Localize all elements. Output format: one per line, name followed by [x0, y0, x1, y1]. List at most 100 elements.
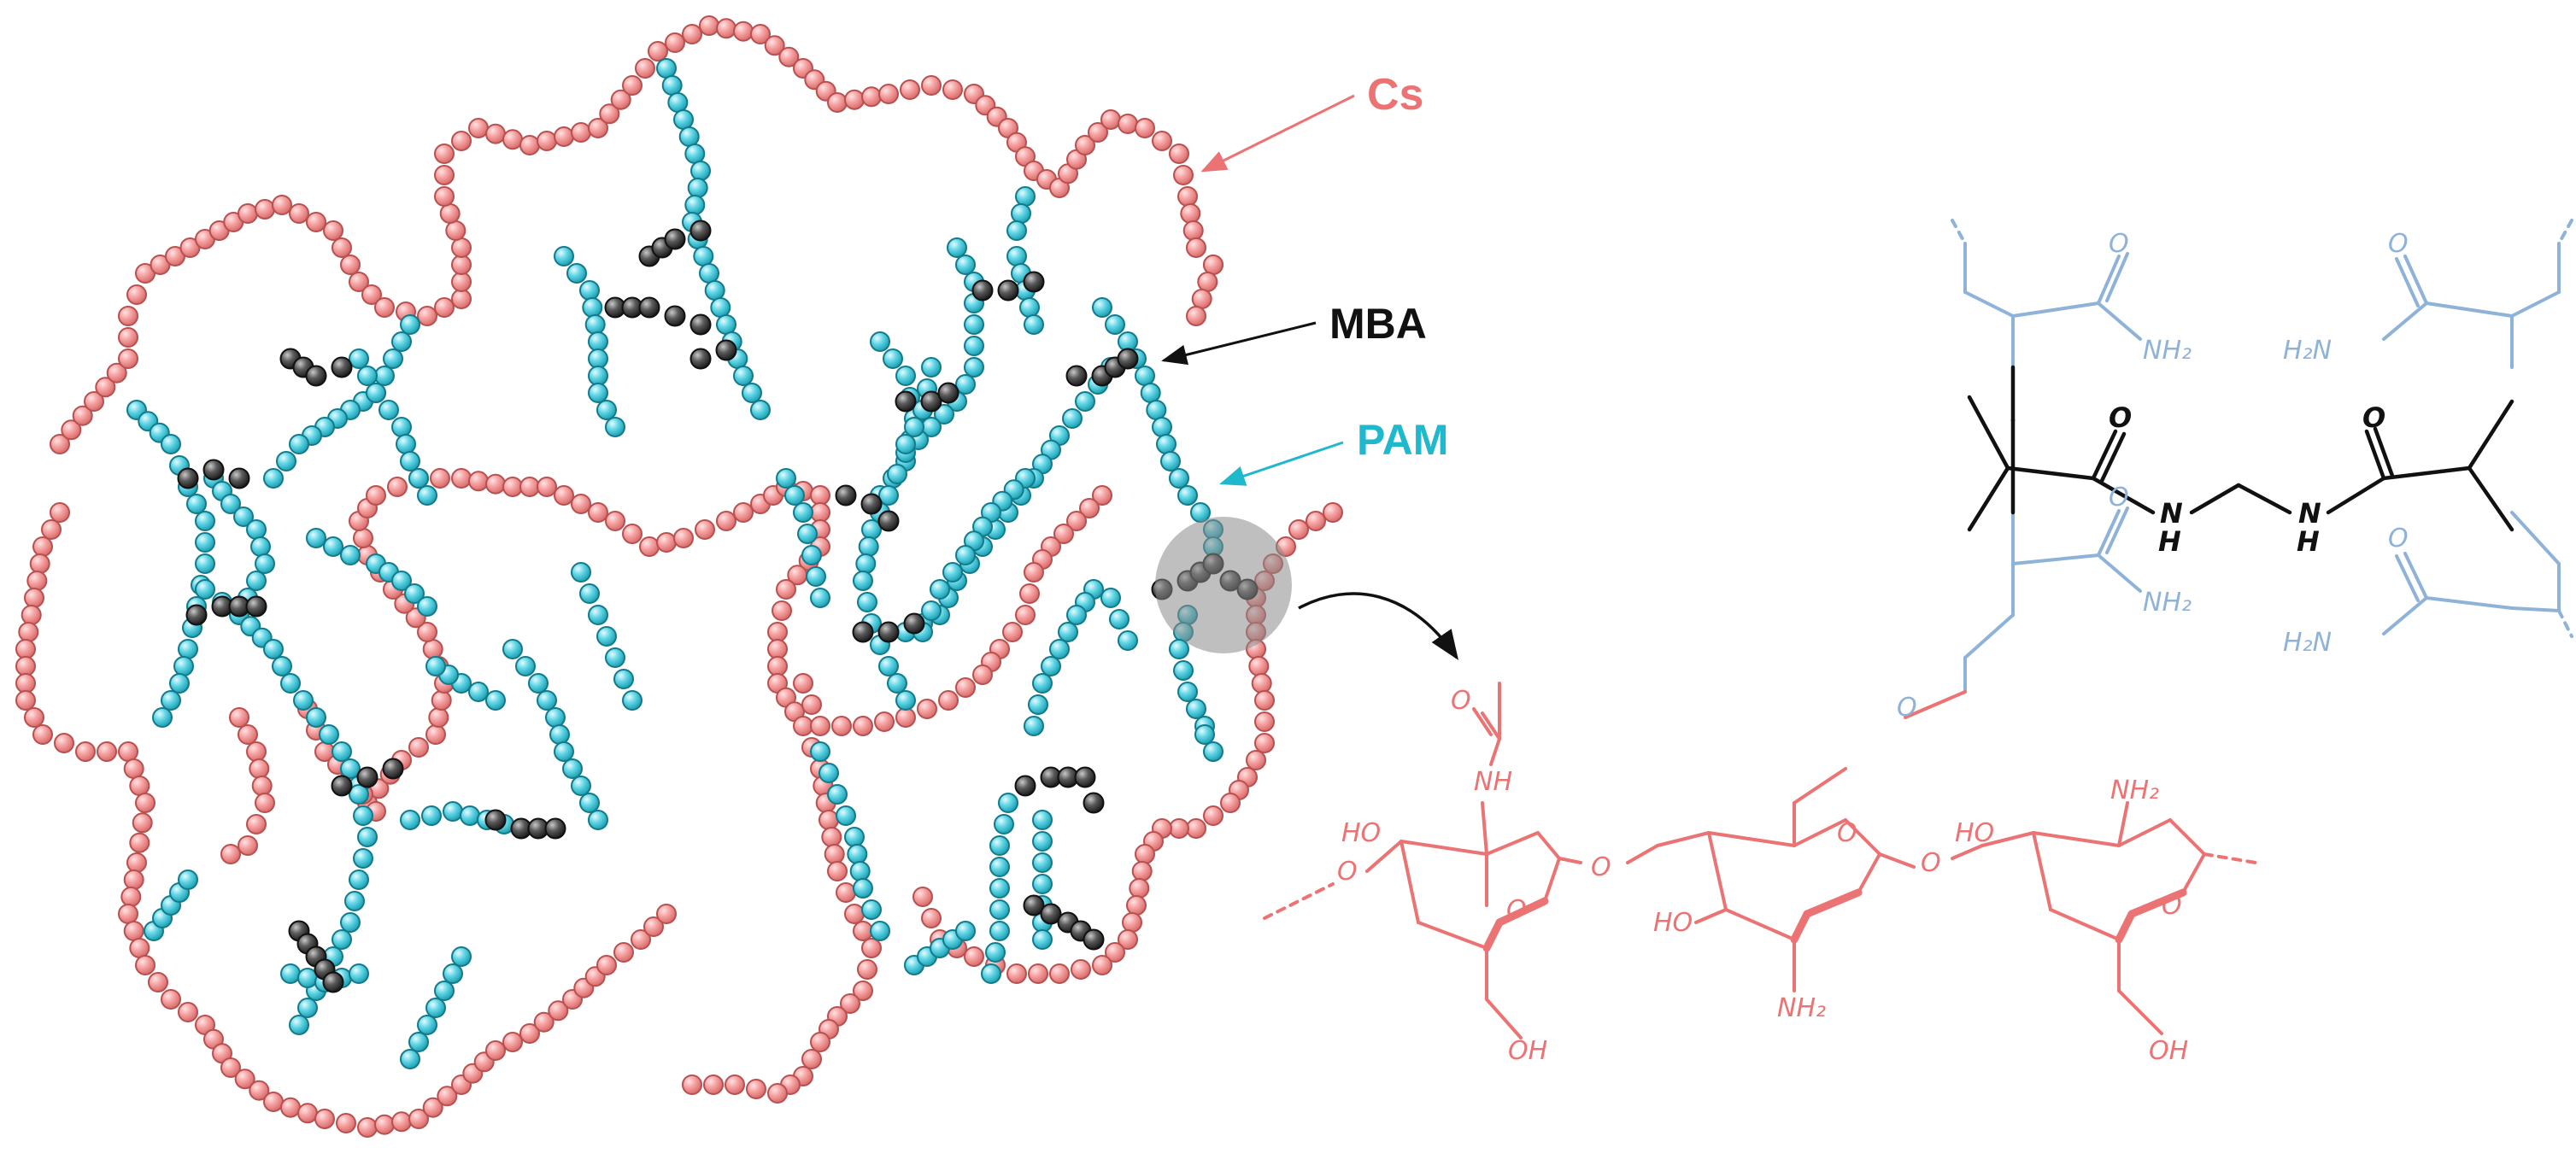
mba-linker [1967, 365, 2514, 532]
bead [861, 899, 882, 920]
bead [955, 374, 976, 395]
bead [297, 998, 318, 1018]
bead [434, 186, 455, 207]
bead [84, 391, 104, 412]
bead [1173, 165, 1194, 185]
pam-chain-30 [400, 946, 472, 1069]
mba-link-15 [1023, 894, 1105, 951]
bead [1024, 314, 1044, 335]
bead [451, 272, 472, 292]
bead [900, 79, 920, 100]
bead [985, 942, 1006, 963]
bead [246, 741, 267, 762]
bead [716, 511, 736, 531]
cs-chain-4 [793, 485, 1112, 736]
bead [123, 758, 144, 779]
cs-oh-2: OH [2149, 1036, 2188, 1066]
pam-chain-10 [289, 784, 378, 1035]
bead [129, 776, 150, 796]
bead [118, 904, 138, 924]
pam-h2n-2: H₂N [2283, 628, 2332, 658]
bead [161, 989, 181, 1010]
mba-link-12 [852, 612, 925, 643]
bead [417, 306, 437, 326]
bead [767, 639, 788, 659]
bead [161, 434, 181, 454]
bead [746, 1079, 766, 1099]
bead [849, 861, 871, 881]
bead [584, 314, 606, 335]
bead [305, 365, 327, 387]
bead [1083, 928, 1105, 951]
pam-chain-27 [1194, 724, 1223, 762]
mba-o-1: O [2109, 401, 2132, 434]
bead [703, 1074, 724, 1095]
bead [599, 103, 620, 125]
pam-o-2: O [2388, 229, 2409, 259]
pam-o-ether: O [1897, 693, 1917, 723]
bead [533, 1011, 555, 1033]
bead [391, 1111, 412, 1133]
bead [861, 86, 882, 108]
bead [126, 852, 147, 873]
mba-link-2 [689, 339, 737, 370]
bead [622, 690, 643, 711]
pam-label: PAM [1357, 416, 1448, 464]
bead [1083, 792, 1105, 814]
chem-labels: O NH₂ O H₂N O NH₂ O H₂N O O O N H N H O … [1337, 229, 2409, 1066]
cs-chain-7 [1186, 255, 1223, 326]
mba-h-2: H [2297, 525, 2320, 558]
bead [15, 673, 36, 694]
bead [26, 571, 48, 591]
mba-link-0 [638, 220, 712, 267]
bead [1306, 511, 1326, 531]
bead [699, 15, 719, 36]
bead [1177, 485, 1198, 506]
bead [169, 673, 190, 694]
bead [989, 878, 1010, 899]
bead [1019, 297, 1040, 318]
bead [336, 1113, 356, 1133]
bead [32, 536, 53, 557]
bead [819, 763, 839, 783]
bead [234, 1069, 255, 1090]
bead [50, 502, 70, 523]
bead [61, 419, 82, 441]
bead [1032, 874, 1053, 894]
bead [383, 348, 403, 369]
bead [682, 24, 702, 44]
bead [870, 921, 890, 941]
mba-crosslinks [177, 220, 1259, 993]
bead [272, 656, 292, 676]
bead [250, 536, 271, 557]
cs-o-link1: O [1591, 852, 1611, 882]
bead [1140, 383, 1161, 403]
bead [276, 451, 296, 471]
pam-nh2-2: NH₂ [2143, 588, 2192, 618]
bead [41, 519, 62, 540]
bead [120, 887, 142, 907]
bead [1092, 297, 1112, 318]
bead [588, 605, 608, 625]
bead [562, 758, 583, 779]
bead [425, 656, 446, 676]
bead [129, 938, 150, 958]
bead [1006, 220, 1027, 241]
bead [173, 656, 194, 676]
bead [664, 228, 686, 250]
mba-link-6 [331, 758, 404, 797]
bead [622, 75, 643, 96]
pam-arrow [1219, 441, 1344, 486]
bead [673, 109, 694, 130]
bead [1248, 656, 1270, 676]
bead [332, 929, 352, 950]
bead [904, 417, 924, 437]
bead [1041, 656, 1061, 676]
bead [502, 639, 523, 659]
bead [1135, 844, 1155, 864]
bead [844, 827, 865, 847]
bead [537, 690, 557, 711]
bead [1203, 805, 1223, 826]
bead [877, 510, 900, 532]
bead [689, 348, 712, 370]
